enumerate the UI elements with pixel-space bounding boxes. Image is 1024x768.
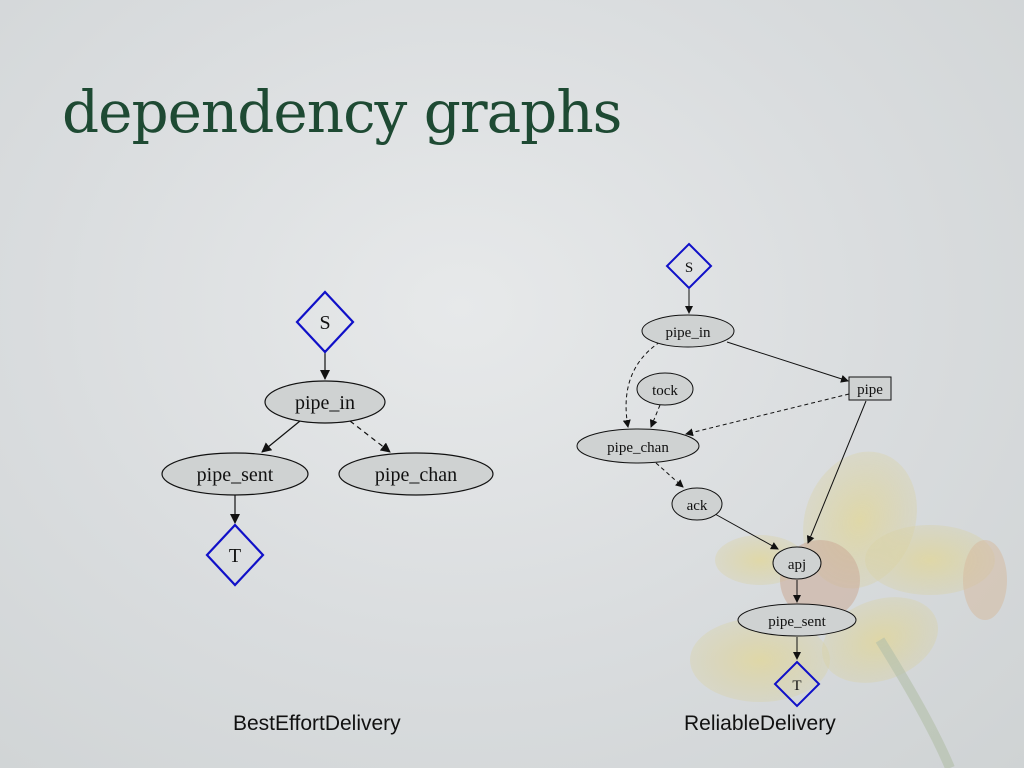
node-r-pipe-in: pipe_in	[641, 314, 735, 348]
edge-r-pipe-apj	[806, 400, 867, 544]
node-s-diamond: S	[295, 290, 355, 354]
node-r-tock-label: tock	[652, 383, 678, 399]
node-r-tock: tock	[636, 372, 694, 406]
node-r-s-diamond: S	[665, 242, 713, 290]
node-r-pipe-chan-label: pipe_chan	[607, 440, 669, 456]
node-pipe-chan-label: pipe_chan	[375, 464, 457, 486]
best-effort-caption: BestEffortDelivery	[233, 712, 401, 735]
node-pipe-sent-label: pipe_sent	[197, 464, 274, 486]
edge-r-pipe-chan-ack	[655, 462, 684, 488]
node-r-pipe-box: pipe	[848, 376, 892, 401]
node-r-pipe-chan: pipe_chan	[576, 428, 700, 464]
edge-r-ack-apj	[714, 513, 779, 550]
node-r-pipe-in-label: pipe_in	[666, 325, 711, 341]
node-r-apj: apj	[772, 546, 822, 580]
node-r-apj-label: apj	[788, 557, 806, 573]
node-pipe-in: pipe_in	[264, 380, 386, 424]
edge-pipe-in-pipe-sent	[261, 420, 301, 453]
node-t-label: T	[229, 545, 241, 567]
node-r-pipe-sent-label: pipe_sent	[768, 614, 826, 630]
reliable-caption: ReliableDelivery	[684, 712, 836, 735]
node-pipe-chan: pipe_chan	[338, 452, 494, 496]
edge-r-pipe-in-pipe-chan	[622, 341, 661, 428]
node-pipe-sent: pipe_sent	[161, 452, 309, 496]
node-r-pipe-label: pipe	[857, 382, 883, 398]
node-r-ack-label: ack	[687, 498, 708, 514]
node-r-s-label: S	[685, 260, 693, 276]
node-r-t-diamond: T	[773, 660, 821, 708]
node-r-t-label: T	[792, 678, 801, 694]
edge-r-pipe-pipe-chan	[685, 393, 850, 437]
node-pipe-in-label: pipe_in	[295, 392, 355, 414]
node-r-ack: ack	[671, 487, 723, 521]
edge-r-tock-pipe-chan	[649, 404, 661, 428]
node-r-pipe-sent: pipe_sent	[737, 603, 857, 637]
node-t-diamond: T	[205, 523, 265, 587]
slide-title: dependency graphs	[62, 78, 622, 146]
node-s-label: S	[319, 312, 330, 334]
edge-r-pipe-in-pipe	[726, 341, 849, 383]
